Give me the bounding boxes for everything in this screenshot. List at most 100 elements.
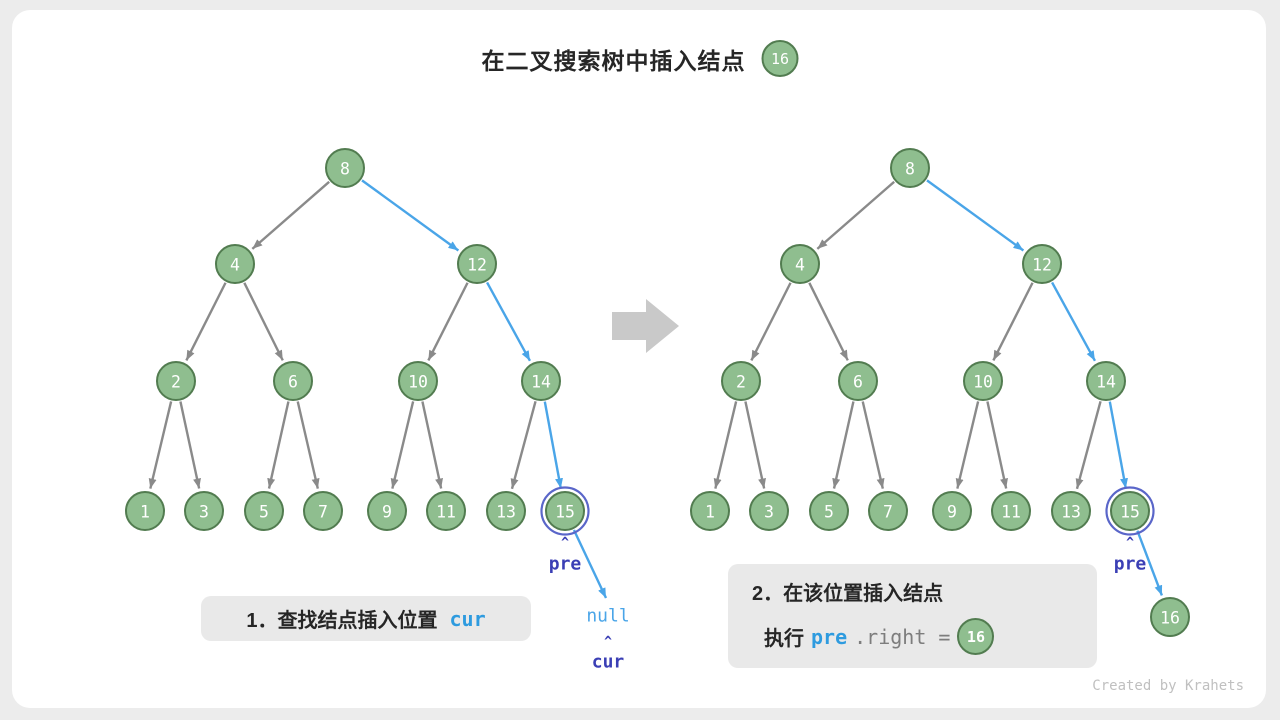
tree-node-after-11: 11 (991, 491, 1031, 531)
node-circle (273, 361, 313, 401)
node-circle (521, 361, 561, 401)
tree-node-before-10: 10 (398, 361, 438, 401)
edge-10-9 (955, 401, 980, 489)
node-value: 1 (705, 503, 715, 522)
tree-node-after-1: 1 (690, 491, 730, 531)
node-circle (457, 244, 497, 284)
edge-6-7 (296, 401, 320, 489)
tree-node-before-3: 3 (184, 491, 224, 531)
node-value: 5 (259, 503, 269, 522)
tree-node-before-11: 11 (426, 491, 466, 531)
tree-node-after-5: 5 (809, 491, 849, 531)
node-circle (367, 491, 407, 531)
edge-8-12 (926, 179, 1025, 252)
edge-10-11 (421, 401, 443, 489)
caption-step2: 2．在该位置插入结点 执行 pre .right = 16 (728, 564, 1097, 668)
node-value: 2 (736, 373, 746, 392)
node-value: 2 (171, 373, 181, 392)
edge-14-13 (1075, 400, 1102, 490)
node-circle (991, 491, 1031, 531)
node-circle (184, 491, 224, 531)
tree-node-after-3: 3 (749, 491, 789, 531)
tree-node-after-12: 12 (1022, 244, 1062, 284)
edge-6-5 (832, 401, 855, 489)
node-value: 5 (824, 503, 834, 522)
node-circle (809, 491, 849, 531)
node-value: 10 (973, 373, 993, 392)
node-value: 4 (230, 256, 240, 275)
title-text: 在二叉搜索树中插入结点 (481, 47, 746, 74)
edge-2-1 (148, 401, 173, 489)
node-value: 1 (140, 503, 150, 522)
node-value: 7 (883, 503, 893, 522)
tree-node-before-5: 5 (244, 491, 284, 531)
tree-node-after-7: 7 (868, 491, 908, 531)
node-value: 8 (905, 160, 915, 179)
transition-arrow-icon (612, 299, 679, 353)
node-circle (1086, 361, 1126, 401)
edge-14-15 (1108, 401, 1128, 489)
node-circle (125, 491, 165, 531)
tree-node-before-8: 8 (325, 148, 365, 188)
node-circle (486, 491, 526, 531)
node-circle (244, 491, 284, 531)
node-value: 4 (795, 256, 805, 275)
title-node-value: 16 (770, 49, 790, 68)
node-circle (749, 491, 789, 531)
node-circle (303, 491, 343, 531)
node-circle (890, 148, 930, 188)
node-value: 8 (340, 160, 350, 179)
edge-4-6 (243, 282, 284, 361)
tree-node-before-15: 15 (540, 486, 590, 536)
node-value: 15 (555, 503, 575, 522)
title-node: 16 (761, 40, 799, 77)
node-value: 16 (1160, 609, 1180, 628)
edge-12-10 (427, 282, 469, 362)
node-value: 12 (467, 256, 487, 275)
edge-10-11 (986, 401, 1008, 489)
node-value: 3 (199, 503, 209, 522)
node-value: 13 (1061, 503, 1081, 522)
node-circle (1110, 491, 1150, 531)
node-value: 9 (947, 503, 957, 522)
node-value: 13 (496, 503, 516, 522)
tree-node-before-2: 2 (156, 361, 196, 401)
caption-step1-code: cur (449, 606, 486, 631)
node-circle (721, 361, 761, 401)
edge-6-5 (267, 401, 290, 489)
tree-node-before-13: 13 (486, 491, 526, 531)
tree-node-after-4: 4 (780, 244, 820, 284)
tree-node-after-8: 8 (890, 148, 930, 188)
edge-6-7 (861, 401, 885, 489)
node-circle (1150, 597, 1190, 637)
tree-node-before-4: 4 (215, 244, 255, 284)
node-circle (398, 361, 438, 401)
node-circle (545, 491, 585, 531)
tree-node-before-14: 14 (521, 361, 561, 401)
tree-node-after-6: 6 (838, 361, 878, 401)
caption-step2-prefix: 执行 (764, 628, 804, 650)
edge-14-13 (510, 400, 537, 490)
tree-node-after-9: 9 (932, 491, 972, 531)
edge-14-15 (543, 401, 563, 489)
caption-step2-code-pre: pre (811, 624, 848, 649)
edge-8-12 (361, 179, 460, 252)
tree-node-before-1: 1 (125, 491, 165, 531)
caption-step2-line1: 2．在该位置插入结点 (752, 583, 944, 605)
edge-12-14 (1051, 281, 1097, 362)
node-circle (963, 361, 1003, 401)
node-circle (1022, 244, 1062, 284)
tree-node-before-9: 9 (367, 491, 407, 531)
tree-node-after-2: 2 (721, 361, 761, 401)
node-value: 6 (288, 373, 298, 392)
tree-node-after-10: 10 (963, 361, 1003, 401)
highlight-ring (1105, 486, 1155, 536)
node-value: 3 (764, 503, 774, 522)
caption-step1: 1．查找结点插入位置 cur (201, 596, 531, 641)
node-value: 7 (318, 503, 328, 522)
node-circle (690, 491, 730, 531)
edge-15-16 (1136, 530, 1164, 596)
page-title: 在二叉搜索树中插入结点 16 (482, 40, 799, 77)
node-circle (215, 244, 255, 284)
edge-15-null (572, 529, 608, 599)
